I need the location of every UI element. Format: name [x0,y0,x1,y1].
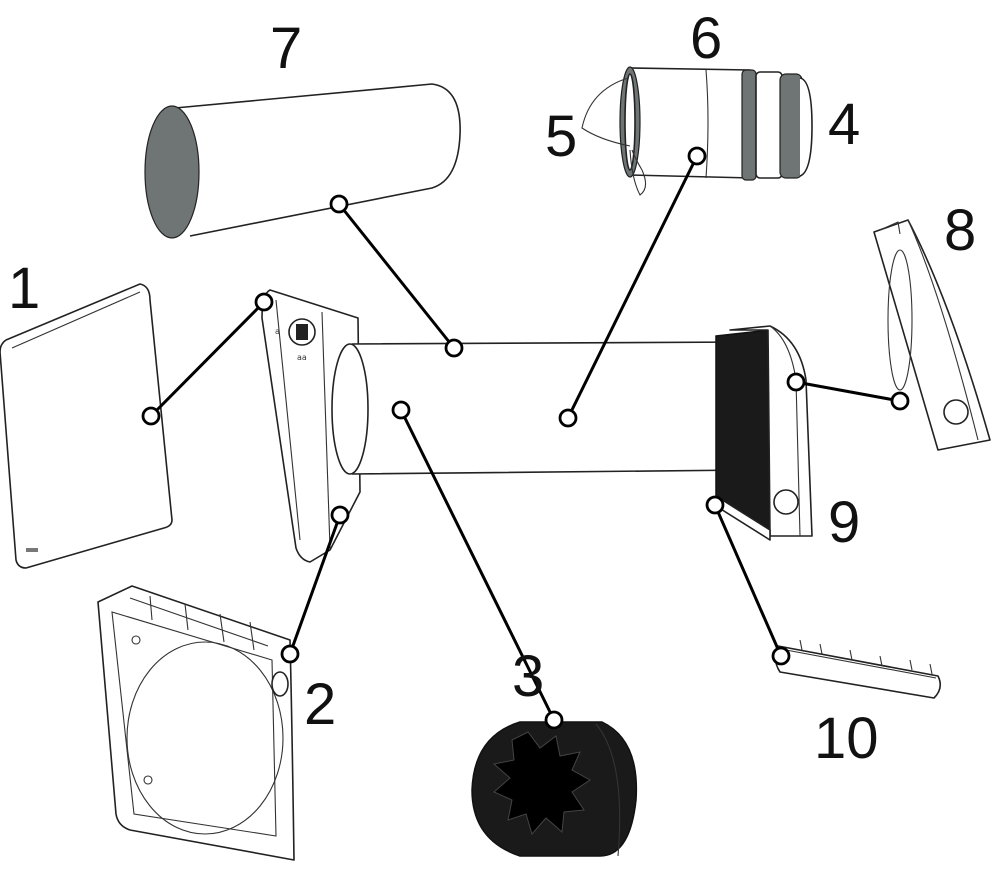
main-tube [331,341,759,475]
dot-part-8-plate [890,391,910,411]
label-part-2: 2 [304,672,336,737]
dot-part-6-main [558,408,578,428]
part-9-outer-hood [715,325,813,541]
label-part-1: 1 [8,256,40,321]
svg-text:a: a [275,327,280,336]
dot-part-3-main [391,400,411,420]
part-labels: 1 2 3 4 5 6 7 8 9 10 [8,6,976,771]
dot-part-7-tube [329,194,349,214]
dot-part-2-frame [280,644,300,664]
dot-part-7-main [444,338,464,358]
part-5-pull-cord [581,77,647,196]
label-part-7: 7 [270,16,302,81]
part-1-front-cover [0,283,173,569]
svg-text:aa: aa [297,353,307,362]
part-3-foam-insert [471,721,638,857]
dot-part-10-strip [771,646,791,666]
leader-part-10 [713,504,783,657]
leader-part-3 [399,409,556,721]
leader-part-2 [288,514,342,655]
leader-part-1 [149,300,266,418]
label-part-9: 9 [828,490,860,555]
leader-part-6 [566,155,699,419]
part-6-cylinder-assembly [581,66,813,196]
label-part-4: 4 [828,92,860,157]
label-part-8: 8 [944,198,976,263]
leader-lines [149,155,901,721]
connector-dots [141,146,910,730]
label-part-10: 10 [814,706,879,771]
label-part-3: 3 [512,644,544,709]
leader-part-8 [795,380,901,403]
leader-part-7 [337,203,456,349]
label-part-5: 5 [545,104,577,169]
dot-part-10-hood [705,495,725,515]
part-2-wall-frame [97,585,295,861]
dot-part-6-cyl [687,146,707,166]
dot-part-3-foam [544,710,564,730]
dot-part-8-hood [786,372,806,392]
dot-part-1-housing [254,292,274,312]
part-10-filter-strip [774,639,942,699]
part-8-front-plate [873,219,991,451]
dot-part-2-housing [330,505,350,525]
dot-part-1-cover [141,406,161,426]
label-part-6: 6 [690,6,722,71]
part-7-tube [144,83,461,239]
